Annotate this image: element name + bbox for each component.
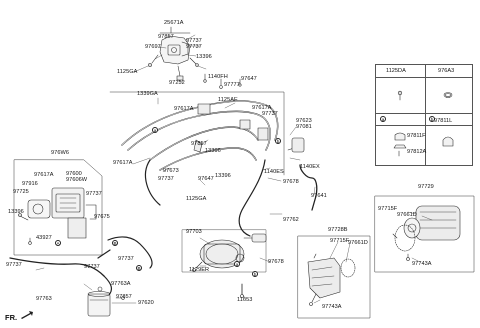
part-label: 11653 [237, 297, 253, 303]
part-label: 97857 [116, 294, 132, 300]
part-label: 97252 [169, 80, 185, 86]
part-label: 97081 [296, 124, 312, 130]
part-label: 97763A [111, 281, 131, 287]
part-label: 97737 [186, 38, 202, 44]
part-label: 97641 [311, 193, 327, 199]
legend-header-1: 1125DA [386, 68, 406, 74]
part-label: 97737 [84, 264, 100, 270]
part-label: 13396 [196, 54, 212, 60]
part-label: 97728B [328, 227, 348, 233]
legend-part-a2: 97812A [407, 149, 427, 155]
part-label: 97675 [94, 214, 110, 220]
part-label: 97600 [66, 171, 82, 177]
front-orientation-label: FR. [5, 313, 18, 322]
part-label: 97737 [86, 191, 102, 197]
part-label: 25671A [164, 20, 184, 26]
part-label: 97661D [397, 212, 417, 218]
legend-marker-b: b [429, 116, 435, 122]
callout-A-left: A [55, 240, 61, 246]
part-label: 13396 [205, 148, 221, 154]
part-label: 1125AE [218, 97, 238, 103]
part-label: 976W6 [51, 150, 69, 156]
part-label: 97673 [163, 168, 179, 174]
part-label: 97703 [186, 229, 202, 235]
legend-header-2: 976A3 [438, 68, 455, 74]
callout-a-top: a [152, 127, 158, 133]
part-label: 97678 [283, 179, 299, 185]
legend-part-b: 97811L [434, 118, 453, 124]
callout-B-left: B [112, 240, 118, 246]
top-bracket-assembly [148, 26, 242, 89]
part-label: 13396 [8, 209, 24, 215]
left-module-assembly [9, 159, 153, 317]
callout-B-right: B [136, 265, 142, 271]
callout-b-top: b [275, 138, 281, 144]
front-arrow-icon [21, 311, 33, 319]
part-label: 97777 [224, 82, 240, 88]
part-label: 1339GA [137, 91, 158, 97]
part-label: 43927 [36, 235, 52, 241]
part-label: 1140ES [264, 169, 284, 175]
legend-part-a: 97811F [407, 133, 426, 139]
part-label: 97715F [330, 238, 350, 244]
part-label: 97620 [138, 300, 154, 306]
legend-marker-a: a [380, 116, 386, 122]
part-label: 97623 [296, 118, 312, 124]
part-label: 97916 [22, 181, 38, 187]
callout-a-compressor: a [234, 261, 240, 267]
center-compressor [181, 229, 267, 298]
part-label: 97743A [412, 261, 432, 267]
part-label: 97737 [6, 262, 22, 268]
part-label: 97715F [378, 206, 398, 212]
part-label: 97743A [322, 304, 342, 310]
part-label: 97729 [418, 184, 434, 190]
leader-lines [35, 34, 433, 304]
ac-lines-bundle [109, 91, 318, 237]
part-label: 97737 [158, 176, 174, 182]
callout-b-compressor: b [252, 271, 258, 277]
part-label: 97678 [268, 259, 284, 265]
part-label: 97647 [198, 176, 214, 182]
part-label: 13396 [215, 173, 231, 179]
part-label: 1129ER [189, 267, 210, 273]
part-label: 97737 [262, 111, 278, 117]
part-label: 97617A [113, 160, 133, 166]
right-compressor [374, 195, 475, 273]
part-label: 97697 [145, 44, 161, 50]
legend-icons [393, 90, 454, 157]
part-label: 97763 [36, 296, 52, 302]
part-label: 1140FH [208, 74, 228, 80]
part-label: 97762 [283, 217, 299, 223]
hardware-legend-box: 1125DA 976A3 a b 97811F 97812A 97811L [375, 64, 473, 166]
part-label: 1140EX [300, 164, 320, 170]
part-label: 97737 [186, 44, 202, 50]
part-label: 97857 [158, 34, 174, 40]
part-label: 1125GA [186, 196, 207, 202]
motor-assembly [297, 235, 371, 319]
part-label: 97661D [348, 240, 368, 246]
part-label: 1125GA [117, 69, 138, 75]
part-label: 97606W [66, 177, 88, 183]
part-label: 97617A [174, 106, 194, 112]
part-label: 97857 [191, 141, 207, 147]
part-label: 97725 [13, 189, 29, 195]
part-label: 97617A [34, 172, 54, 178]
part-label: 97647 [241, 76, 257, 82]
part-label: 97737 [118, 256, 134, 262]
part-label: 97617A [252, 105, 272, 111]
